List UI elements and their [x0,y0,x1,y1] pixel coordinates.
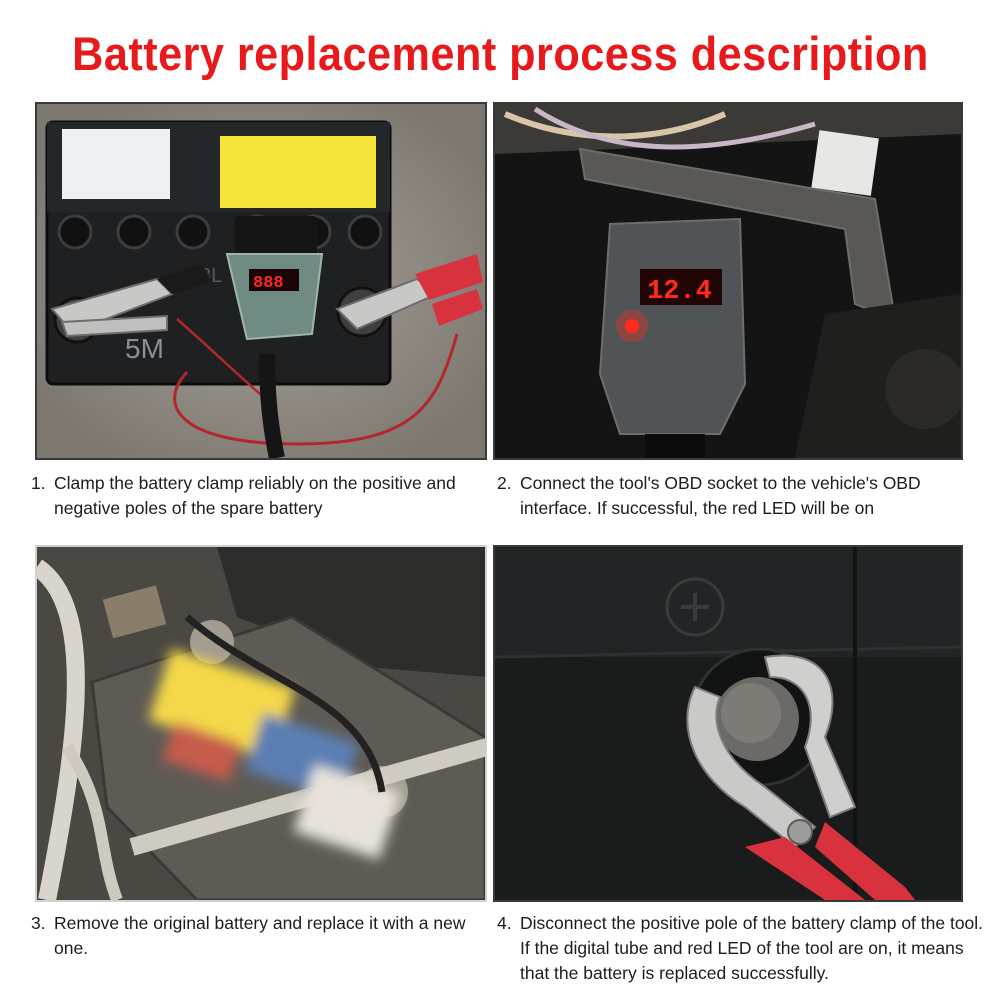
step-4-caption: 4. Disconnect the positive pole of the b… [497,911,992,986]
photo-step-2: 12.4 [493,102,963,460]
page-title: Battery replacement process description [72,27,929,80]
obd-tool-illustration: 12.4 [495,104,961,458]
photo-step-1: 5M 3L 888 [35,102,487,460]
step-text: Connect the tool's OBD socket to the veh… [520,473,921,518]
step-text: Remove the original battery and replace … [54,913,466,958]
clamp-on-terminal-illustration [495,547,961,900]
battery-label: 5M [125,333,164,364]
step-number: 4. [497,913,512,933]
step-3-caption: 3. Remove the original battery and repla… [31,911,481,961]
photo-step-3 [35,545,487,902]
step-text: Disconnect the positive pole of the batt… [520,913,984,983]
step-number: 1. [31,473,46,493]
engine-bay-battery-illustration [37,547,485,900]
battery-clamp-illustration: 5M 3L 888 [37,104,485,458]
step-text: Clamp the battery clamp reliably on the … [54,473,456,518]
step-number: 2. [497,473,512,493]
step-1-caption: 1. Clamp the battery clamp reliably on t… [31,471,481,521]
step-2-caption: 2. Connect the tool's OBD socket to the … [497,471,987,521]
tool-display-1: 888 [253,274,284,293]
step-number: 3. [31,913,46,933]
tool-display-2: 12.4 [647,277,712,307]
photo-step-4 [493,545,963,902]
